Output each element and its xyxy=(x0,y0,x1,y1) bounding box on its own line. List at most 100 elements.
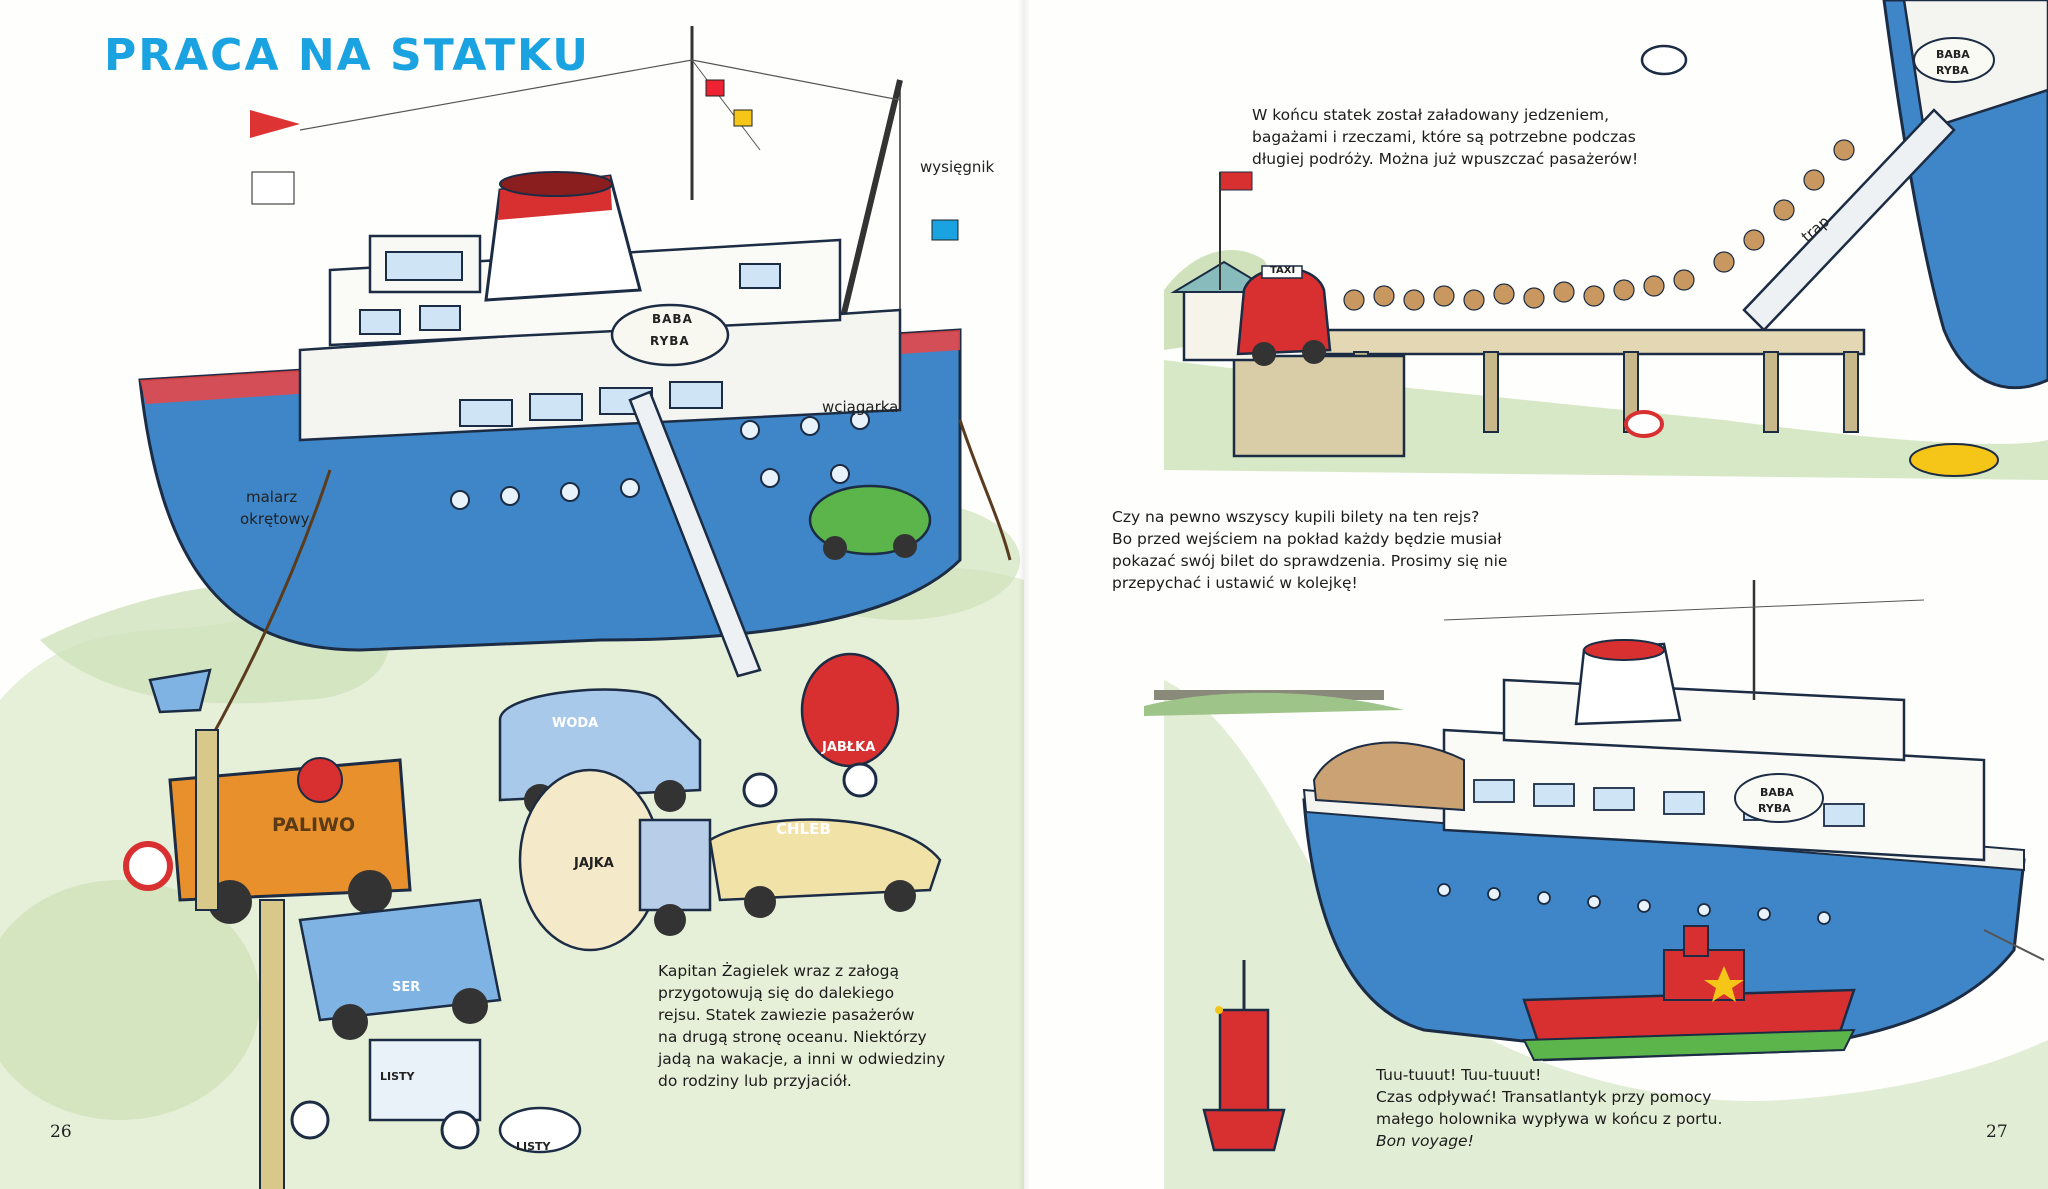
rigging-line xyxy=(691,59,901,101)
departing-ship-name-board xyxy=(1734,773,1824,823)
flag-signal xyxy=(705,79,725,97)
flag-signal-buoy xyxy=(1215,1006,1223,1014)
left-caption-line: Kapitan Żagielek wraz z załogą xyxy=(658,962,899,980)
right-top-caption: W końcu statek został załadowany jedzeni… xyxy=(1252,104,1638,170)
pier-deck xyxy=(1322,328,1866,356)
harbor-grass xyxy=(0,880,260,1120)
flag-line xyxy=(691,59,761,151)
vehicle-label-cheese: SER xyxy=(392,980,421,995)
ship-name-board xyxy=(610,303,730,367)
left-caption: Kapitan Żagielek wraz z załogą przygotow… xyxy=(658,960,945,1092)
wheelhouse-window xyxy=(385,251,463,281)
portholes xyxy=(450,410,870,510)
right-middle-caption-line: pokazać swój bilet do sprawdzenia. Prosi… xyxy=(1112,552,1508,570)
vehicle-label-letters: LISTY xyxy=(380,1070,415,1083)
label-winch: wciągarka xyxy=(822,398,899,416)
right-bottom-caption: Tuu-tuuut! Tuu-tuuut! Czas odpływać! Tra… xyxy=(1376,1064,1722,1152)
life-ring-floating xyxy=(1624,410,1664,438)
distant-shore xyxy=(1144,692,1404,716)
left-caption-line: przygotowują się do dalekiego xyxy=(658,984,895,1002)
no-entry-sign xyxy=(123,841,173,891)
right-bottom-caption-line: małego holownika wypływa w końcu z portu… xyxy=(1376,1110,1723,1128)
mooring-post xyxy=(195,729,219,911)
right-top-caption-line: W końcu statek został załadowany jedzeni… xyxy=(1252,106,1610,124)
right-top-caption-line: bagażami i rzeczami, które są potrzebne … xyxy=(1252,128,1636,146)
funnel-opening xyxy=(499,171,613,197)
queue-of-passengers xyxy=(1343,139,1855,311)
right-bottom-caption-line: Czas odpływać! Transatlantyk przy pomocy xyxy=(1376,1088,1712,1106)
mooring-rope-2 xyxy=(958,419,1012,561)
right-page-illustration xyxy=(1144,0,2048,1189)
mooring-post-2 xyxy=(259,899,285,1189)
book-gutter xyxy=(1018,0,1030,1189)
vehicle-label-letters-basket: LISTY xyxy=(516,1140,551,1153)
label-painter-line2: okrętowy xyxy=(240,510,310,528)
left-caption-line: do rodziny lub przyjaciół. xyxy=(658,1072,852,1090)
bread-car xyxy=(708,818,942,918)
mooring-rope xyxy=(208,469,332,741)
green-car xyxy=(808,484,932,560)
yellow-submarine xyxy=(1909,443,1999,477)
big-ship-name-line1: BABA xyxy=(1936,48,1970,61)
vehicle-label-fuel: PALIWO xyxy=(272,814,356,836)
vehicle-label-apples: JABŁKA xyxy=(822,740,876,755)
tow-line xyxy=(1983,929,2045,961)
label-painter-line1: malarz xyxy=(246,488,298,506)
page-title: PRACA NA STATKU xyxy=(104,30,591,81)
flag-upper-dock xyxy=(1219,171,1253,191)
crane-boom xyxy=(837,79,903,331)
left-caption-line: rejsu. Statek zawiezie pasażerów xyxy=(658,1006,915,1024)
rigging-line-2 xyxy=(299,59,693,131)
right-top-caption-line: długiej podróży. Można już wpuszczać pas… xyxy=(1252,150,1639,168)
departing-ship-rigging xyxy=(1443,599,1925,621)
left-page-illustration xyxy=(0,26,1024,1189)
left-caption-line: na drugą stronę oceanu. Niektórzy xyxy=(658,1028,927,1046)
pennant-flag xyxy=(250,110,300,138)
left-page: PRACA NA STATKU wysięgnik wciągarka mala… xyxy=(0,26,1024,1189)
channel-buoy xyxy=(1202,960,1286,1152)
right-middle-caption-line: Czy na pewno wszyscy kupili bilety na te… xyxy=(1112,508,1480,526)
clover-flag xyxy=(251,171,295,205)
lower-water xyxy=(1164,680,2048,1189)
rowboat xyxy=(148,668,212,714)
right-middle-caption: Czy na pewno wszyscy kupili bilety na te… xyxy=(1112,506,1507,594)
gangway xyxy=(628,390,762,678)
bon-voyage-text: Bon voyage! xyxy=(1376,1132,1474,1150)
right-bottom-caption-line: Tuu-tuuut! Tuu-tuuut! xyxy=(1376,1066,1542,1084)
vehicle-label-eggs: JAJKA xyxy=(574,856,614,871)
right-middle-caption-line: przepychać i ustawić w kolejkę! xyxy=(1112,574,1358,592)
letters-scooter xyxy=(290,1038,582,1154)
cheese-van xyxy=(298,898,502,1040)
big-ship-name-board xyxy=(1913,37,1995,83)
page-number-right: 27 xyxy=(1986,1122,2008,1142)
departing-ship-name-line2: RYBA xyxy=(1758,802,1791,815)
ground-wash xyxy=(0,566,1024,1189)
flag-signal-2 xyxy=(733,109,753,127)
right-page: W końcu statek został załadowany jedzeni… xyxy=(1024,0,2048,1189)
ship-name-line1: BABA xyxy=(652,312,693,326)
dock-wall xyxy=(1232,354,1406,458)
passengers-on-deck xyxy=(1312,741,1465,812)
life-ring-air xyxy=(1640,44,1688,76)
left-caption-line: jadą na wakacje, a inni w odwiedziny xyxy=(658,1050,946,1068)
label-boom: wysięgnik xyxy=(920,158,995,176)
gangway-upper xyxy=(1742,108,1956,332)
tugboat xyxy=(1522,925,1856,1062)
apple-scooter xyxy=(742,652,900,808)
vehicle-label-water: WODA xyxy=(552,716,599,731)
flag-signal-3 xyxy=(931,219,959,241)
egg-truck xyxy=(518,768,712,952)
fuel-truck xyxy=(168,757,412,924)
ship-name-line2: RYBA xyxy=(650,334,690,348)
label-taxi: TAXI xyxy=(1270,265,1296,276)
right-middle-caption-line: Bo przed wejściem na pokład każdy będzie… xyxy=(1112,530,1502,548)
departing-ship-name-line1: BABA xyxy=(1760,786,1794,799)
departing-funnel-opening xyxy=(1583,639,1665,661)
taxi-car xyxy=(1236,265,1332,366)
big-ship-name-line2: RYBA xyxy=(1936,64,1969,77)
departing-ship-portholes xyxy=(1437,883,1831,925)
fuel-valve-wheel xyxy=(297,757,343,803)
vehicle-label-bread: CHLEB xyxy=(776,820,831,838)
page-number-left: 26 xyxy=(50,1122,72,1142)
